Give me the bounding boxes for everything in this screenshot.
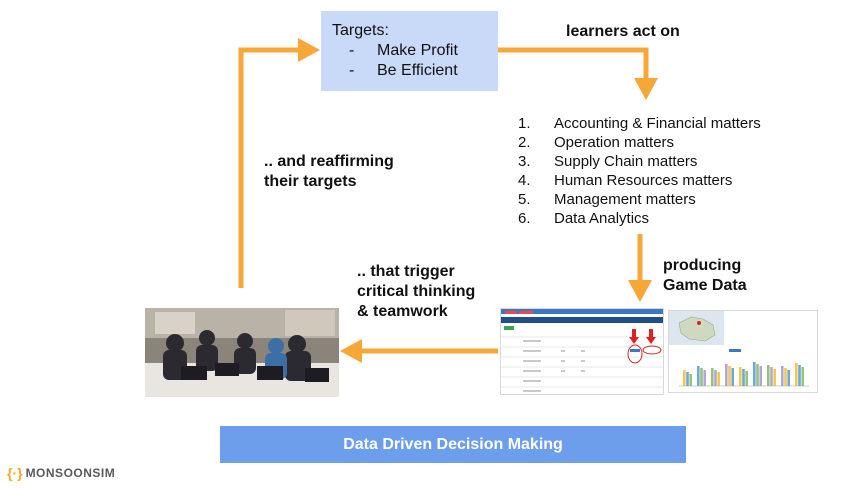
arrowhead-down-gamedata: [628, 280, 652, 302]
arrowhead-right-targets: [298, 38, 320, 62]
matters-item: 5.Management matters: [518, 191, 696, 208]
thumbnail-bar: [784, 368, 787, 386]
thumbnail-bar: [703, 370, 706, 386]
thumbnail-bar: [781, 366, 784, 386]
logo-mark-icon: {·}: [7, 465, 23, 481]
matters-item: 3.Supply Chain matters: [518, 153, 698, 170]
thumbnail-bar: [798, 365, 801, 386]
matters-list: 1.Accounting & Financial matters 2.Opera…: [518, 114, 761, 228]
matters-item: 2.Operation matters: [518, 134, 675, 151]
thumbnail-bar: [753, 362, 756, 386]
team-photo: [145, 308, 339, 397]
thumbnail-bar: [717, 372, 720, 386]
thumbnail-bar: [728, 366, 731, 386]
thumbnail-bar: [767, 365, 770, 386]
arrow-targets-to-matters: [498, 47, 649, 78]
matters-item: 6.Data Analytics: [518, 210, 650, 227]
game-data-table-screenshot: [500, 308, 664, 395]
thumbnail-bar: [756, 364, 759, 386]
thumbnail-bar: [714, 370, 717, 386]
arrow-team-to-targets: [238, 47, 300, 288]
arrowhead-left-team: [340, 339, 362, 363]
thumbnail-bar: [739, 367, 742, 386]
logo-text: MONSOONSIM: [25, 466, 116, 480]
arrowhead-down-matters: [634, 78, 658, 100]
thumbnail-bar: [795, 363, 798, 386]
thumbnail-bar: [742, 369, 745, 386]
thumbnail-bar: [683, 370, 686, 386]
thumbnail-bar: [697, 366, 700, 386]
thumbnail-bar: [711, 368, 714, 386]
thumbnail-bar: [745, 371, 748, 386]
thumbnail-bar: [801, 367, 804, 386]
decision-making-banner: Data Driven Decision Making: [220, 426, 686, 463]
thumbnail-bar: [689, 374, 692, 386]
label-learners-act-on: learners act on: [566, 23, 680, 40]
thumbnail-bar: [725, 364, 728, 386]
thumbnail-bar: [759, 366, 762, 386]
monsoonsim-logo: {·} MONSOONSIM: [7, 465, 115, 481]
thumbnail-bar: [700, 368, 703, 386]
label-trigger-thinking: .. that trigger critical thinking & team…: [357, 263, 476, 320]
thumbnail-bar: [686, 372, 689, 386]
targets-box: Targets: -Make Profit -Be Efficient: [321, 11, 498, 91]
target-item-profit: -Make Profit: [349, 42, 458, 59]
thumbnail-bar: [787, 370, 790, 386]
targets-heading: Targets:: [332, 22, 389, 39]
thumbnail-bar: [770, 367, 773, 386]
thumbnail-bar: [731, 368, 734, 386]
thumbnail-bar: [773, 369, 776, 386]
target-item-efficient: -Be Efficient: [349, 62, 458, 79]
label-producing-game-data: producing Game Data: [663, 257, 747, 294]
matters-item: 1.Accounting & Financial matters: [518, 115, 761, 132]
matters-item: 4.Human Resources matters: [518, 172, 733, 189]
game-data-chart-screenshot: [668, 310, 818, 393]
label-reaffirming-targets: .. and reaffirming their targets: [264, 153, 394, 190]
